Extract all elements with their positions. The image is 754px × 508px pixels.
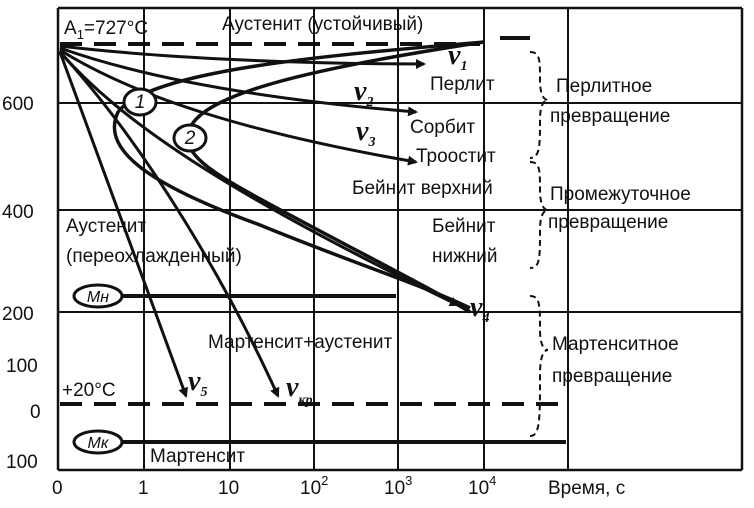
v2-label: v2 bbox=[354, 76, 373, 110]
cooling-curve-v1 bbox=[59, 44, 426, 69]
v3-label: v3 bbox=[356, 116, 375, 150]
region-martensitic-2: превращение bbox=[552, 366, 672, 387]
grid bbox=[58, 8, 742, 470]
cooling-curve-v3 bbox=[59, 48, 418, 166]
v5-label: v5 bbox=[188, 366, 207, 400]
region-intermediate-1: Промежуточное bbox=[550, 184, 691, 205]
svg-text:2: 2 bbox=[184, 128, 196, 149]
y-tick-600: 600 bbox=[2, 94, 34, 115]
vkr-label: vкр bbox=[286, 372, 313, 408]
austenite-super-label-1: Аустенит bbox=[66, 216, 146, 237]
austenite-super-label-2: (переохлажденный) bbox=[66, 246, 242, 267]
austenite-stable-label: Аустенит (устойчивый) bbox=[222, 14, 423, 35]
end-c-curve bbox=[186, 40, 485, 314]
plus20-label: +20°C bbox=[62, 380, 116, 401]
martensite-label: Мартенсит bbox=[150, 446, 245, 467]
region-pearlitic-1: Перлитное bbox=[556, 76, 652, 97]
plot-frame bbox=[56, 6, 744, 472]
marker-circle-2: 2 bbox=[172, 123, 208, 153]
bainite-upper-label: Бейнит верхний bbox=[352, 178, 493, 199]
bainite-lower-label-2: нижний bbox=[432, 246, 498, 267]
y-tick-400: 400 bbox=[2, 202, 34, 223]
cooling-curve-vkr bbox=[58, 50, 280, 398]
brace-intermediate bbox=[529, 161, 549, 269]
svg-text:Мн: Мн bbox=[87, 289, 109, 306]
sorbite-label: Сорбит bbox=[410, 117, 475, 138]
x-tick-0: 0 bbox=[52, 478, 63, 499]
cooling-curve-v2 bbox=[59, 46, 418, 117]
v1-label: v1 bbox=[448, 40, 467, 74]
start-c-curve bbox=[112, 40, 485, 310]
x-tick-10: 10 bbox=[218, 478, 239, 499]
x-tick-1000: 103 bbox=[384, 473, 412, 499]
troostite-label: Троостит bbox=[416, 146, 496, 167]
region-martensitic-1: Мартенситное bbox=[552, 334, 679, 355]
mn-badge: Мн bbox=[72, 283, 124, 309]
x-tick-1: 1 bbox=[138, 478, 149, 499]
cooling-curve-v4 bbox=[58, 51, 460, 307]
region-pearlitic-2: превращение bbox=[550, 106, 670, 127]
y-tick-100: 100 bbox=[6, 356, 38, 377]
y-tick-200: 200 bbox=[2, 304, 34, 325]
x-tick-10000: 104 bbox=[468, 473, 496, 499]
bainite-lower-label-1: Бейнит bbox=[432, 216, 496, 237]
svg-text:Мк: Мк bbox=[88, 435, 110, 452]
y-tick-minus100: 100 bbox=[6, 452, 38, 473]
svg-text:1: 1 bbox=[135, 92, 146, 113]
y-tick-0: 0 bbox=[30, 402, 41, 423]
brace-martensitic bbox=[529, 295, 549, 437]
brace-pearlitic bbox=[529, 51, 549, 159]
marker-circle-1: 1 bbox=[122, 87, 158, 117]
v4-label: v4 bbox=[470, 292, 489, 326]
x-axis-label: Время, с bbox=[548, 478, 625, 499]
x-tick-100: 102 bbox=[300, 473, 328, 499]
a1-label: A1=727°C bbox=[64, 18, 148, 42]
cooling-curve-v5 bbox=[58, 51, 188, 398]
pearlite-label: Перлит bbox=[430, 74, 495, 95]
region-intermediate-2: превращение bbox=[548, 212, 668, 233]
martensite-austenite-label: Мартенсит+аустенит bbox=[208, 332, 393, 353]
mk-badge: Мк bbox=[72, 429, 124, 455]
